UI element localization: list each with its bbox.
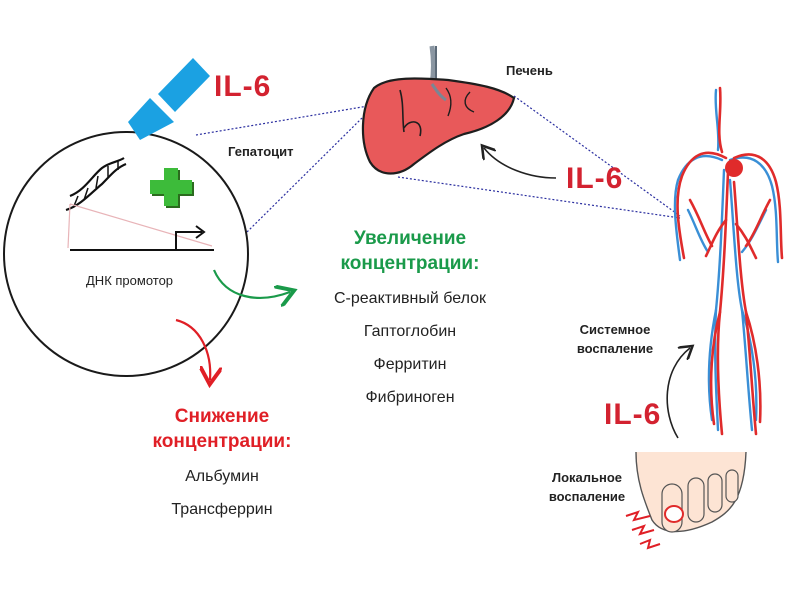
decrease-block: Снижение концентрации: Альбумин Трансфер… xyxy=(112,404,332,519)
local-line1: Локальное xyxy=(551,470,623,485)
increase-item: Ферритин xyxy=(373,356,447,373)
local-line2: воспаление xyxy=(548,489,626,504)
il6-label-middle: IL-6 xyxy=(566,162,624,195)
plus-green-icon xyxy=(150,168,194,208)
systemic-line1: Системное xyxy=(579,322,651,337)
systemic-inflammation-label: Системное воспаление xyxy=(560,320,670,358)
arrow-to-liver xyxy=(484,148,557,179)
systemic-line2: воспаление xyxy=(576,341,654,356)
liver-icon xyxy=(361,45,516,175)
foot-toe-icon xyxy=(635,451,747,533)
liver-label: Печень xyxy=(506,63,553,78)
increase-item: Гаптоглобин xyxy=(363,323,457,340)
arrow-decrease xyxy=(175,318,210,380)
circulatory-system-icon xyxy=(673,86,784,436)
il6-label-top: IL-6 xyxy=(214,70,272,103)
decrease-item: Трансферрин xyxy=(171,501,273,518)
decrease-item: Альбумин xyxy=(185,468,259,485)
increase-heading-line1: Увеличение xyxy=(353,228,467,249)
increase-block: Увеличение концентрации: С-реактивный бе… xyxy=(300,226,520,407)
dotted-connectors xyxy=(195,95,681,233)
local-inflammation-label: Локальное воспаление xyxy=(532,468,642,506)
arrow-increase xyxy=(212,269,290,298)
il6-label-bottom: IL-6 xyxy=(604,398,662,431)
dna-lines xyxy=(67,203,213,249)
increase-heading-line2: концентрации: xyxy=(340,253,480,274)
dna-promoter-label: ДНК промотор xyxy=(86,273,174,288)
arrow-local-to-systemic xyxy=(666,348,690,439)
arrow-blue-icon xyxy=(128,58,210,140)
decrease-heading-line2: концентрации: xyxy=(152,431,292,452)
hepatocyte-label: Гепатоцит xyxy=(228,144,294,159)
dna-helix-icon xyxy=(65,157,127,212)
increase-item: Фибриноген xyxy=(365,389,455,406)
increase-item: С-реактивный белок xyxy=(333,290,486,307)
pain-zigzag-icon xyxy=(625,510,661,550)
promoter-arrow-icon xyxy=(70,225,214,251)
decrease-heading-line1: Снижение xyxy=(174,406,270,427)
hepatocyte-cell xyxy=(3,131,249,377)
